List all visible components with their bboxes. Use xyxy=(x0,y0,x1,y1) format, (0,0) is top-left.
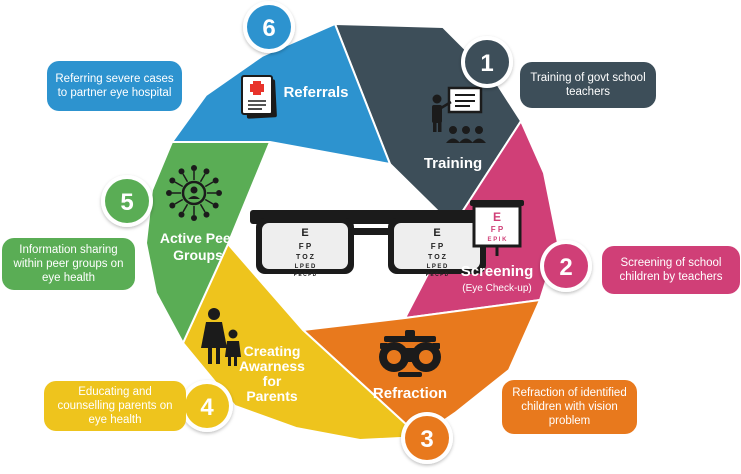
callout-awareness: Educating and counselling parents on eye… xyxy=(44,381,186,431)
peer-link xyxy=(199,203,206,213)
lens-chart-row: P E C F D xyxy=(426,272,449,278)
peer-person xyxy=(166,190,172,196)
chart-row-3: E P I K xyxy=(488,237,508,243)
svg-text:4: 4 xyxy=(200,394,214,421)
screening-title: Screening xyxy=(461,263,534,280)
peer-person xyxy=(212,202,219,209)
awareness-title-line: for xyxy=(263,373,282,389)
callout-refraction: Refraction of identified children with v… xyxy=(502,380,637,434)
training-title: Training xyxy=(424,155,482,172)
badge-4: 4 xyxy=(181,380,233,432)
peer-person xyxy=(191,165,197,171)
parent-child-icon xyxy=(201,308,241,366)
segment-awareness xyxy=(182,243,421,441)
lens-eye-chart-right: E F P T O Z L P E D P E C F D xyxy=(426,227,449,278)
lens-chart-row: F P xyxy=(431,242,444,251)
badge-5: 5 xyxy=(101,175,153,227)
screening-subtitle: (Eye Check-up) xyxy=(462,283,531,294)
awareness-title-line: Parents xyxy=(246,388,298,404)
lens-chart-row: L P E D xyxy=(295,264,316,270)
callout-screening: Screening of school children by teachers xyxy=(602,246,740,294)
eye-chart-icon: E F P E P I K xyxy=(470,200,524,256)
peer-person xyxy=(169,202,176,209)
svg-text:3: 3 xyxy=(420,426,433,453)
segment-referrals xyxy=(171,23,391,165)
chart-row-1: E xyxy=(493,210,501,224)
lens-chart-row: E xyxy=(301,227,308,239)
svg-text:6: 6 xyxy=(262,15,275,42)
peer-link xyxy=(199,173,206,183)
chart-row-2: F P xyxy=(491,225,504,234)
lens-chart-row: T O Z xyxy=(428,254,447,261)
callout-peer: Information sharing within peer groups o… xyxy=(2,238,135,290)
peer-person xyxy=(178,168,185,175)
phoropter-icon xyxy=(379,330,441,377)
callout-training: Training of govt school teachers xyxy=(520,62,656,108)
badge-2: 2 xyxy=(540,240,592,292)
peer-link xyxy=(182,203,189,213)
peer-title-line: Groups xyxy=(173,247,223,263)
awareness-title-line: Awarness xyxy=(239,358,305,374)
badge-3: 3 xyxy=(401,412,453,464)
teacher-board-icon xyxy=(432,86,486,143)
refraction-title: Refraction xyxy=(373,385,447,402)
peer-link xyxy=(174,198,184,205)
peer-link xyxy=(204,198,214,205)
svg-text:1: 1 xyxy=(480,50,493,77)
lens-chart-row: T O Z xyxy=(296,254,315,261)
peer-network-icon xyxy=(166,165,222,221)
lens-chart-row: E xyxy=(433,227,440,239)
medical-report-icon xyxy=(241,75,277,119)
lens-chart-row: L P E D xyxy=(427,264,448,270)
peer-person xyxy=(216,190,222,196)
callout-referrals: Referring severe cases to partner eye ho… xyxy=(47,61,182,111)
lens-eye-chart-left: E F P T O Z L P E D P E C F D xyxy=(294,227,317,278)
peer-person xyxy=(191,215,197,221)
svg-text:2: 2 xyxy=(559,254,572,281)
peer-person xyxy=(203,168,210,175)
referrals-title: Referrals xyxy=(283,84,348,101)
lens-chart-row: P E C F D xyxy=(294,272,317,278)
eyeglasses-icon xyxy=(250,210,492,274)
peer-person xyxy=(178,211,185,218)
peer-title-line: Active Peer xyxy=(160,230,237,246)
badge-6: 6 xyxy=(243,1,295,53)
awareness-title-line: Creating xyxy=(244,343,301,359)
peer-link xyxy=(174,181,184,188)
peer-link xyxy=(182,173,189,183)
badge-1: 1 xyxy=(461,36,513,88)
peer-person xyxy=(212,177,219,184)
svg-text:5: 5 xyxy=(120,189,133,216)
peer-link xyxy=(204,181,214,188)
lens-chart-row: F P xyxy=(299,242,312,251)
peer-person xyxy=(203,211,210,218)
peer-person xyxy=(169,177,176,184)
